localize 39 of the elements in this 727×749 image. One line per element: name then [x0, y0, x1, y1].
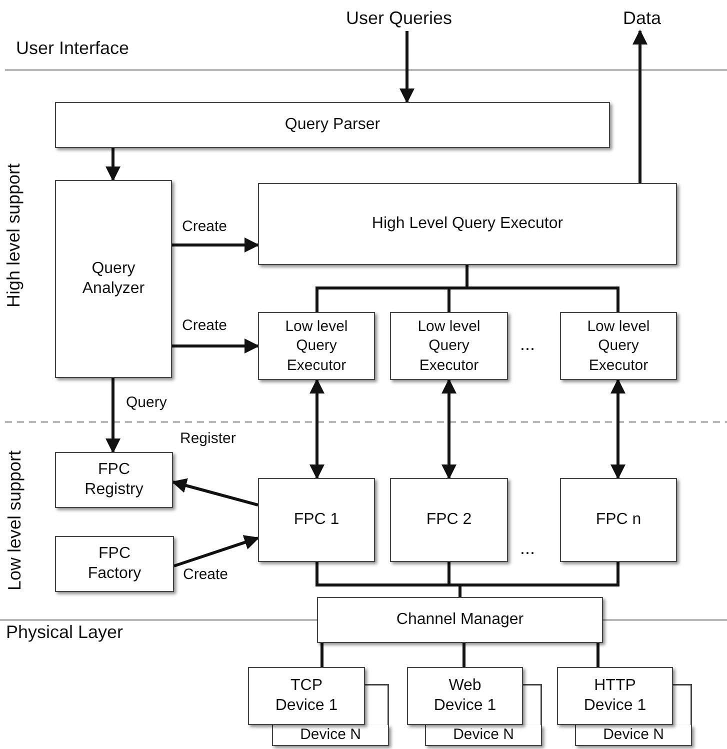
process-box: FPC Registry: [55, 452, 173, 508]
process-box: Low level Query Executor: [258, 312, 375, 380]
connector-arrow: [400, 31, 414, 104]
ellipsis: ...: [520, 538, 536, 559]
device-box: Device N: [575, 725, 692, 746]
process-box: Low level Query Executor: [390, 312, 508, 380]
process-box: Query Analyzer: [55, 180, 172, 378]
connector-arrow: [174, 535, 260, 568]
process-box: FPC 1: [258, 478, 375, 562]
process-box: Low level Query Executor: [560, 312, 677, 380]
connector-arrow: [106, 378, 120, 454]
device-box: HTTP Device 1: [557, 667, 673, 725]
connector-arrow: [172, 478, 258, 506]
edge-label: Query: [124, 394, 169, 411]
connector-arrow: [442, 378, 456, 480]
device-box: TCP Device 1: [248, 667, 365, 725]
text-label: User Queries: [340, 5, 458, 31]
device-box: Web Device 1: [407, 667, 523, 725]
process-box: FPC Factory: [55, 536, 174, 592]
device-box: Device N: [272, 725, 389, 746]
connector-arrow: [310, 378, 324, 480]
ellipsis: ...: [520, 334, 536, 355]
layer-label: High level support: [4, 162, 24, 310]
connector-arrow: [106, 148, 120, 182]
process-box: Channel Manager: [317, 597, 603, 643]
process-box: FPC n: [560, 478, 677, 562]
layer-label: Low level support: [4, 449, 26, 593]
text-label: Data: [618, 5, 666, 31]
connector-arrow: [632, 30, 648, 183]
layer-label: Physical Layer: [6, 622, 124, 643]
process-box: High Level Query Executor: [258, 183, 677, 265]
process-box: Query Parser: [55, 102, 610, 148]
process-box: FPC 2: [390, 478, 508, 562]
connector-arrow: [172, 338, 260, 354]
device-box: Device N: [425, 725, 542, 746]
layer-label: User Interface: [16, 38, 130, 59]
edge-label: Register: [178, 430, 238, 447]
connector-arrow: [172, 238, 260, 252]
connector-arrow: [610, 378, 626, 480]
